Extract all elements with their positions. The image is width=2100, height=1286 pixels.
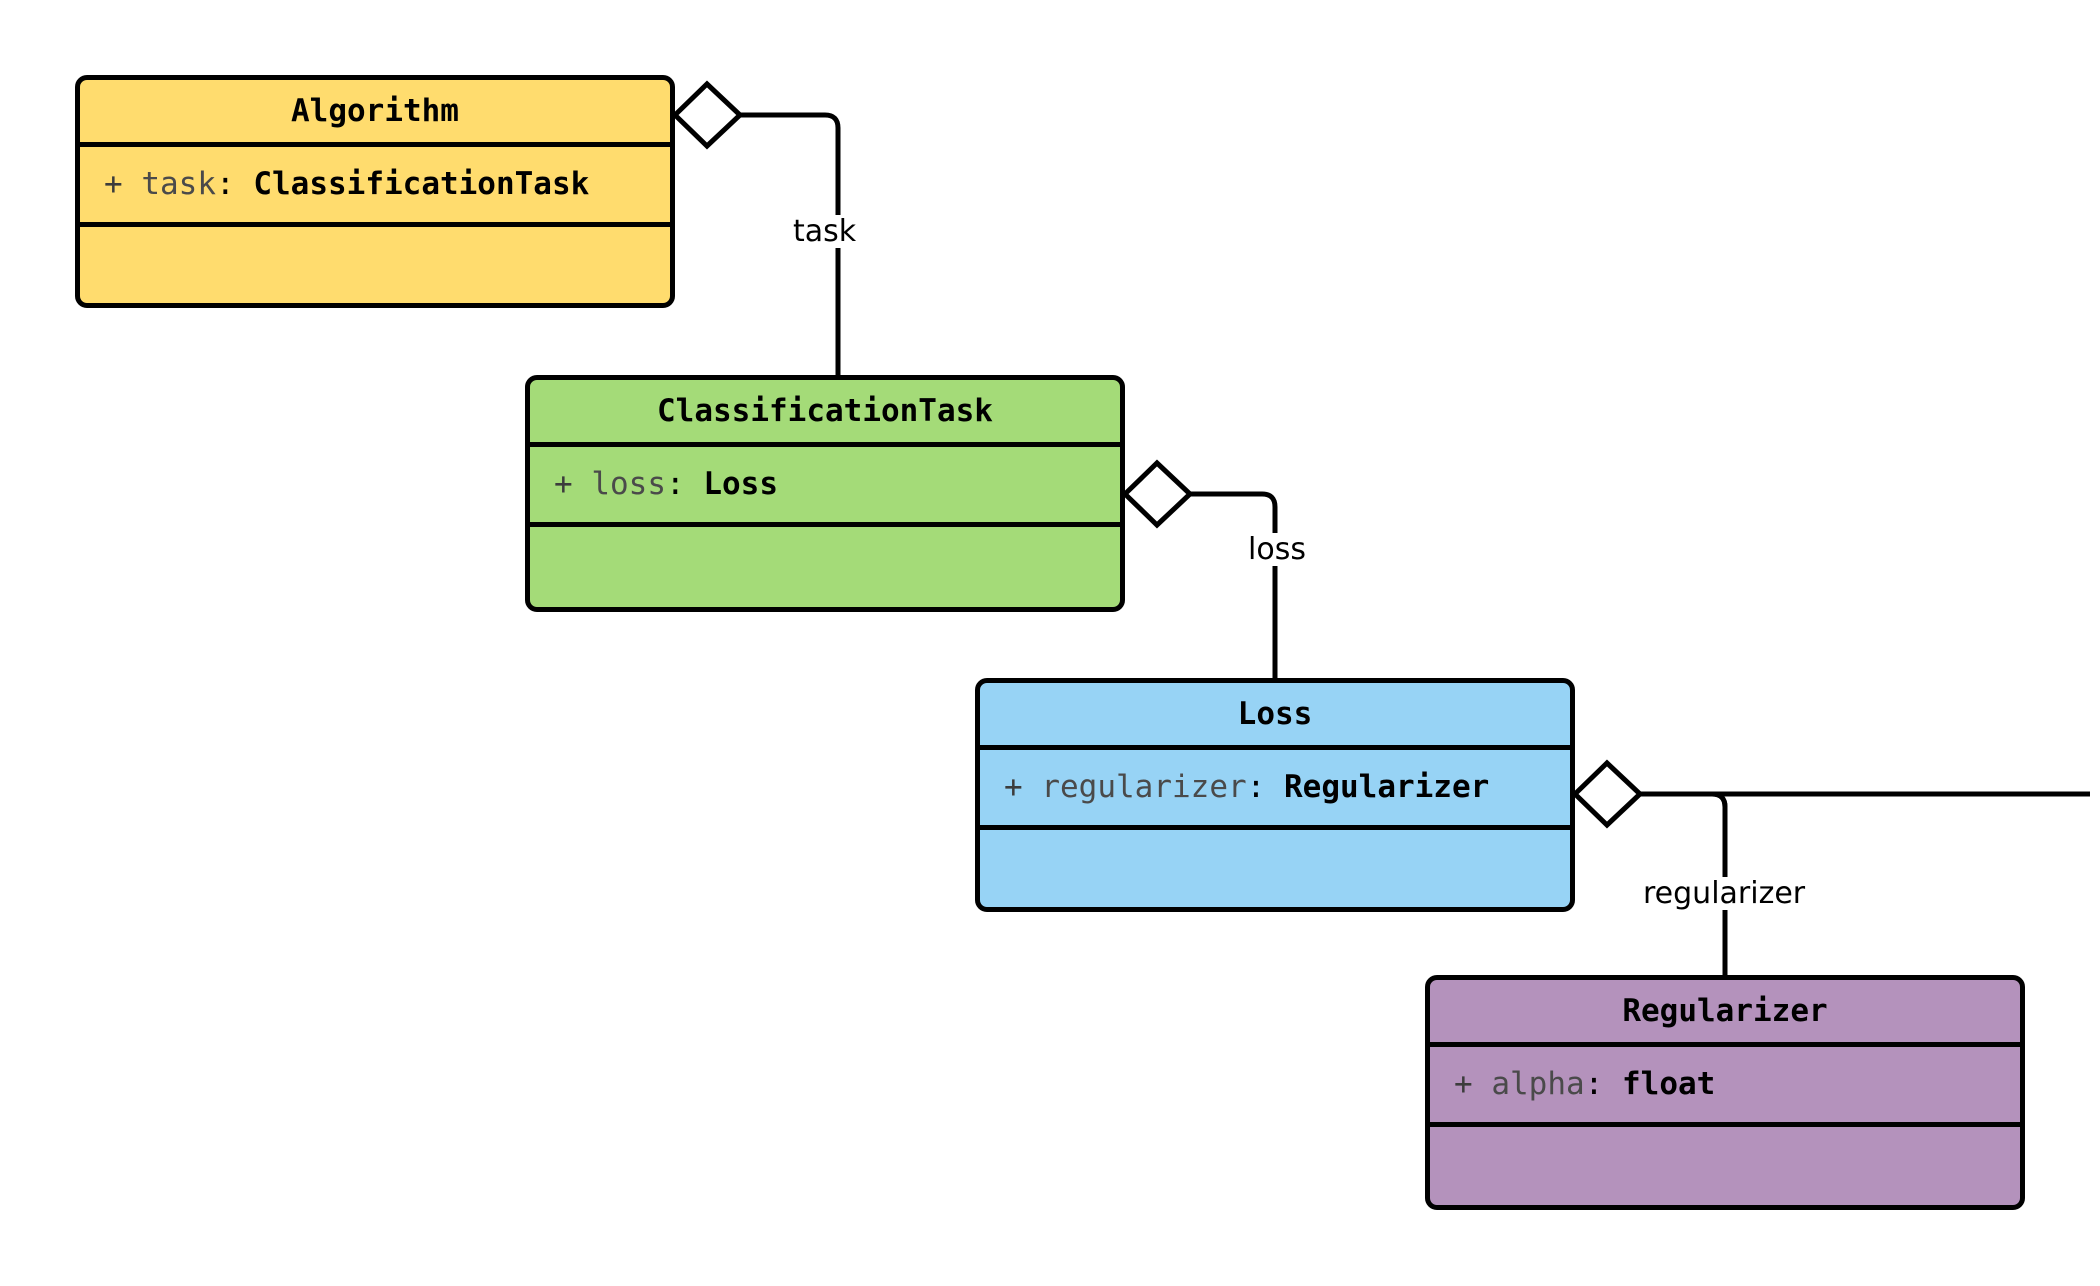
class-name-regularizer: Regularizer: [1622, 993, 1828, 1029]
attribute-name: regularizer: [1041, 769, 1247, 805]
class-name-loss: Loss: [1237, 696, 1313, 732]
attribute-name: loss: [591, 466, 666, 502]
aggregation-diamond-loss: [1121, 459, 1194, 529]
class-box-regularizer[interactable]: Regularizer + alpha: float: [1425, 975, 2025, 1210]
attribute-space-2: [685, 466, 704, 502]
attribute-visibility: +: [104, 166, 123, 202]
attribute-space: [1473, 1066, 1492, 1102]
relationship-label-loss: loss: [1245, 533, 1309, 566]
attribute-type: Loss: [703, 466, 778, 502]
class-attributes-compartment-classification-task: + loss: Loss: [530, 447, 1120, 527]
attribute-name: task: [141, 166, 216, 202]
class-title-compartment-algorithm: Algorithm: [80, 80, 670, 147]
class-box-classification-task[interactable]: ClassificationTask + loss: Loss: [525, 375, 1125, 612]
class-methods-compartment-loss: [980, 830, 1570, 907]
class-attributes-compartment-regularizer: + alpha: float: [1430, 1047, 2020, 1127]
attribute-visibility: +: [1004, 769, 1023, 805]
attribute-visibility: +: [554, 466, 573, 502]
attribute-space: [573, 466, 592, 502]
class-methods-compartment-algorithm: [80, 227, 670, 303]
attribute-space: [123, 166, 142, 202]
class-methods-compartment-classification-task: [530, 527, 1120, 607]
attribute-colon: :: [216, 166, 235, 202]
relationship-loss: [1121, 459, 1278, 678]
relationship-label-task: task: [790, 215, 860, 248]
attribute-row: + loss: Loss: [554, 469, 778, 500]
class-box-algorithm[interactable]: Algorithm + task: ClassificationTask: [75, 75, 675, 308]
attribute-type: ClassificationTask: [253, 166, 590, 202]
class-attributes-compartment-loss: + regularizer: Regularizer: [980, 750, 1570, 830]
class-name-classification-task: ClassificationTask: [657, 393, 993, 429]
class-methods-compartment-regularizer: [1430, 1127, 2020, 1205]
attribute-space-2: [1603, 1066, 1622, 1102]
class-title-compartment-loss: Loss: [980, 683, 1570, 750]
attribute-colon: :: [1246, 769, 1266, 805]
relationship-label-regularizer: regularizer: [1640, 877, 1809, 910]
aggregation-diamond-regularizer: [1571, 759, 1644, 829]
class-name-algorithm: Algorithm: [291, 93, 459, 129]
class-title-compartment-classification-task: ClassificationTask: [530, 380, 1120, 447]
attribute-space-2: [235, 166, 254, 202]
attribute-space-2: [1265, 769, 1284, 805]
attribute-type: float: [1622, 1066, 1716, 1102]
attribute-row: + regularizer: Regularizer: [1004, 772, 1489, 803]
aggregation-diamond-task: [671, 80, 744, 150]
relationship-regularizer: [1571, 759, 2090, 975]
attribute-name: alpha: [1491, 1066, 1585, 1102]
attribute-row: + alpha: float: [1454, 1069, 1715, 1100]
edge-line-loss: [1190, 491, 1278, 678]
class-box-loss[interactable]: Loss + regularizer: Regularizer: [975, 678, 1575, 912]
attribute-colon: :: [1584, 1066, 1604, 1102]
attribute-visibility: +: [1454, 1066, 1473, 1102]
attribute-type: Regularizer: [1284, 769, 1490, 805]
attribute-colon: :: [666, 466, 685, 502]
attribute-space: [1023, 769, 1042, 805]
class-attributes-compartment-algorithm: + task: ClassificationTask: [80, 147, 670, 227]
class-title-compartment-regularizer: Regularizer: [1430, 980, 2020, 1047]
attribute-row: + task: ClassificationTask: [104, 169, 589, 200]
